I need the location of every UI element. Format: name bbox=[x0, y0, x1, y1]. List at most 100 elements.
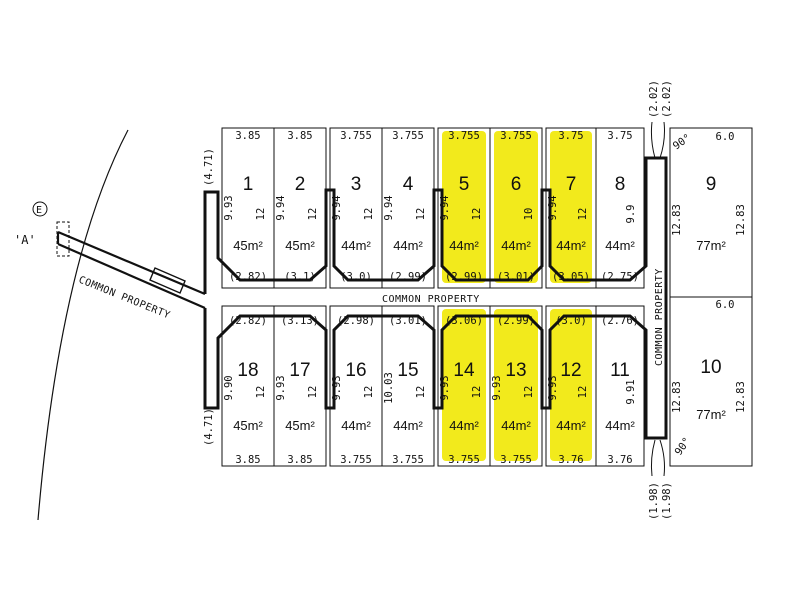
angle-bottom: 90° bbox=[673, 435, 694, 457]
lot-4-depth-right-dim: 12 bbox=[415, 208, 427, 221]
lot-14-depth-left-dim: 9.93 bbox=[439, 375, 451, 400]
lot-7-area: 44m² bbox=[556, 238, 586, 253]
lot-11-rear-dim: (2.76) bbox=[601, 315, 639, 327]
lot-18-depth-left-dim: 9.90 bbox=[223, 375, 235, 400]
lot-17-front-dim: 3.85 bbox=[287, 454, 312, 466]
lot-10-front-dim: 6.0 bbox=[716, 299, 735, 311]
lot-2-area: 45m² bbox=[285, 238, 315, 253]
lot-16-number: 16 bbox=[345, 360, 366, 381]
lot-18-area: 45m² bbox=[233, 418, 263, 433]
lot-1-front-dim: 3.85 bbox=[235, 130, 260, 142]
lot-15-depth-left-dim: 10.03 bbox=[383, 372, 395, 404]
dim-gap-bottom-b: (1.98) bbox=[661, 482, 673, 520]
lot-6-number: 6 bbox=[511, 174, 522, 195]
lot-12-depth-left-dim: 9.93 bbox=[547, 375, 559, 400]
lot-3-area: 44m² bbox=[341, 238, 371, 253]
lot-9-front-dim: 6.0 bbox=[716, 131, 735, 143]
lot-12-number: 12 bbox=[560, 360, 581, 381]
lot-8-front-dim: 3.75 bbox=[607, 130, 632, 142]
lot-10-number: 10 bbox=[700, 357, 721, 378]
lot-1-depth-left-dim: 9.93 bbox=[223, 195, 235, 220]
dim-gap-bottom-a: (1.98) bbox=[648, 482, 660, 520]
lot-2-depth-right-dim: 12 bbox=[307, 208, 319, 221]
lot-6-area: 44m² bbox=[501, 238, 531, 253]
lot-7-highlight bbox=[550, 131, 592, 283]
lot-13-depth-left-dim: 9.93 bbox=[491, 375, 503, 400]
highlight-layer bbox=[442, 131, 592, 461]
lot-6-highlight bbox=[494, 131, 538, 283]
common-property-outline bbox=[203, 156, 668, 440]
lot-12-highlight bbox=[550, 309, 592, 461]
lot-5-front-dim: 3.755 bbox=[448, 130, 480, 142]
lot-4-number: 4 bbox=[403, 174, 414, 195]
lot-14-front-dim: 3.755 bbox=[448, 454, 480, 466]
lot-8-rear-dim: (2.75) bbox=[601, 271, 639, 283]
lot-11-area: 44m² bbox=[605, 418, 635, 433]
lot-4-rear-dim: (2.99) bbox=[389, 271, 427, 283]
lot-3-rear-dim: (3.0) bbox=[340, 271, 372, 283]
lot-13-highlight bbox=[494, 309, 538, 461]
lot-7-depth-right-dim: 12 bbox=[577, 208, 589, 221]
lot-4-depth-left-dim: 9.94 bbox=[383, 195, 395, 220]
lot-11-number: 11 bbox=[610, 360, 630, 381]
lot-13-rear-dim: (2.99) bbox=[497, 315, 535, 327]
marker-a: 'A' bbox=[14, 233, 36, 247]
lot-16-depth-left-dim: 9.93 bbox=[331, 375, 343, 400]
lot-13-depth-right-dim: 12 bbox=[523, 386, 535, 399]
dim-left-bottom: (4.71) bbox=[203, 408, 215, 446]
lot-2-depth-left-dim: 9.94 bbox=[275, 195, 287, 220]
lot-5-rear-dim: (2.99) bbox=[445, 271, 483, 283]
common-property-label-side: COMMON PROPERTY bbox=[654, 268, 665, 366]
lot-8-area: 44m² bbox=[605, 238, 635, 253]
lot-9-depth-right-dim: 12.83 bbox=[735, 204, 747, 236]
lot-10-depth-left-dim: 12.83 bbox=[671, 381, 683, 413]
lot-3-front-dim: 3.755 bbox=[340, 130, 372, 142]
lot-5-area: 44m² bbox=[449, 238, 479, 253]
lot-14-depth-right-dim: 12 bbox=[471, 386, 483, 399]
lot-18-front-dim: 3.85 bbox=[235, 454, 260, 466]
lot-13-front-dim: 3.755 bbox=[500, 454, 532, 466]
lot-14-highlight bbox=[442, 309, 486, 461]
dim-left-top: (4.71) bbox=[203, 148, 215, 186]
lot-8-depth-right-dim: 9.9 bbox=[625, 205, 637, 224]
lot-7-front-dim: 3.75 bbox=[558, 130, 583, 142]
lot-16-depth-right-dim: 12 bbox=[363, 386, 375, 399]
lot-17-depth-left-dim: 9.93 bbox=[275, 375, 287, 400]
lot-5-highlight bbox=[442, 131, 486, 283]
access-driveway bbox=[56, 221, 206, 310]
lot-4-front-dim: 3.755 bbox=[392, 130, 424, 142]
lot-18-rear-dim: (2.82) bbox=[229, 315, 267, 327]
angle-top: 90° bbox=[671, 132, 693, 153]
lot-3-depth-left-dim: 9.94 bbox=[331, 195, 343, 220]
lot-12-rear-dim: (3.0) bbox=[555, 315, 587, 327]
lot-16-rear-dim: (2.98) bbox=[337, 315, 375, 327]
lot-15-depth-right-dim: 12 bbox=[415, 386, 427, 399]
lot-1-number: 1 bbox=[243, 174, 254, 195]
lot-7-depth-left-dim: 9.94 bbox=[547, 195, 559, 220]
dim-gap-top-a: (2.02) bbox=[648, 80, 660, 118]
lot-1-rear-dim: (2.82) bbox=[229, 271, 267, 283]
boundary-curve bbox=[37, 129, 129, 521]
lot-4-area: 44m² bbox=[393, 238, 423, 253]
lot-16-front-dim: 3.755 bbox=[340, 454, 372, 466]
lot-2-number: 2 bbox=[295, 174, 306, 195]
lot-6-depth-right-dim: 10 bbox=[523, 208, 535, 221]
lot-15-front-dim: 3.755 bbox=[392, 454, 424, 466]
dim-gap-top-b: (2.02) bbox=[661, 80, 673, 118]
lot-14-number: 14 bbox=[453, 360, 475, 381]
lot-2-front-dim: 3.85 bbox=[287, 130, 312, 142]
lot-15-number: 15 bbox=[397, 360, 418, 381]
lot-5-number: 5 bbox=[459, 174, 470, 195]
common-property-label-center: COMMON PROPERTY bbox=[382, 294, 480, 305]
lot-7-rear-dim: (3.05) bbox=[552, 271, 590, 283]
marker-e-circle bbox=[32, 201, 48, 217]
lot-11-depth-right-dim: 9.91 bbox=[625, 379, 637, 404]
lot-10-depth-right-dim: 12.83 bbox=[735, 381, 747, 413]
lot-1-depth-right-dim: 12 bbox=[255, 208, 267, 221]
lot-14-area: 44m² bbox=[449, 418, 479, 433]
lot-5-depth-left-dim: 9.94 bbox=[439, 195, 451, 220]
lot-2-rear-dim: (3.1) bbox=[284, 271, 316, 283]
lot-15-area: 44m² bbox=[393, 418, 423, 433]
